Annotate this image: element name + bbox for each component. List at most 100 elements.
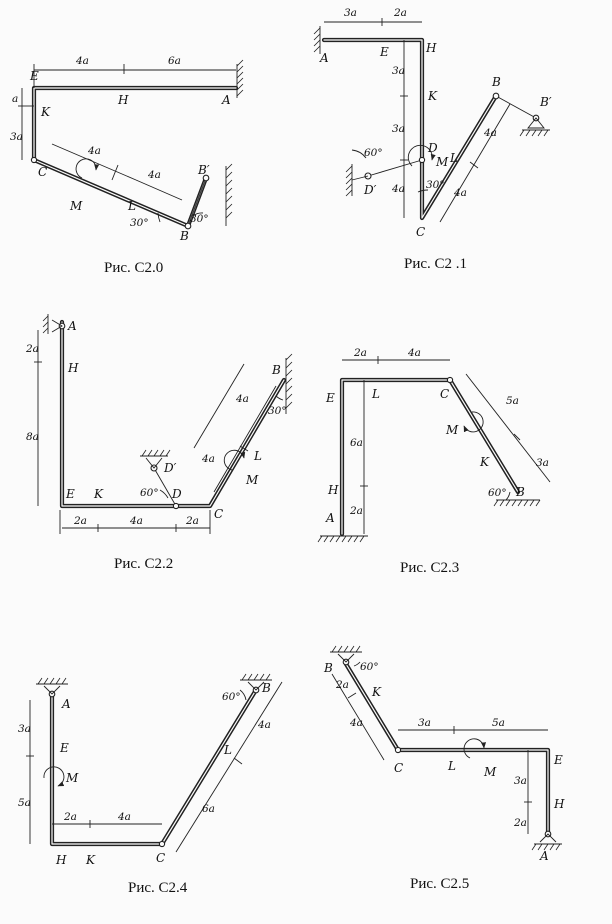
dimension-lines-c2-4 bbox=[26, 681, 283, 853]
dim-2a-c2-1: 2a bbox=[393, 7, 407, 19]
angle-60-c2-2: 60° bbox=[140, 487, 159, 499]
hinge-support-a-c2-2 bbox=[42, 314, 66, 334]
angle-60-c2-1: 60° bbox=[364, 147, 383, 159]
dim-3a-c2-3: 3a bbox=[536, 457, 549, 469]
label-l-c2-1: L bbox=[449, 151, 458, 165]
angle-30-c2-2: 30° bbox=[268, 405, 287, 417]
label-b-prime: B′ bbox=[197, 163, 210, 177]
angle-30-left: 30° bbox=[130, 217, 149, 229]
dim-3a-upper: 3a bbox=[392, 65, 405, 77]
dim-4a-diag-upper-c2-2: 4a bbox=[235, 393, 249, 405]
caption-c2-5: Рис. С2.5 bbox=[410, 876, 469, 892]
label-e-c2-4: E bbox=[59, 741, 69, 755]
label-b-prime-c2-1: B′ bbox=[539, 95, 552, 109]
label-k-c2-4: K bbox=[85, 853, 96, 867]
hinge-support-a-c2-5 bbox=[531, 830, 562, 851]
moment-m-c2-0 bbox=[75, 158, 100, 179]
dim-3a-top-c2-5: 3a bbox=[418, 717, 431, 729]
caption-c2-3: Рис. С2.3 bbox=[400, 560, 459, 576]
label-m: M bbox=[69, 199, 83, 213]
label-c-c2-1: C bbox=[416, 225, 425, 239]
dim-2a-vertical-c2-2: 2a bbox=[25, 343, 39, 355]
hinge-support-b-c2-5 bbox=[330, 645, 362, 667]
hinge-support-b-c2-4 bbox=[239, 673, 272, 701]
label-a-c2-4: A bbox=[61, 697, 71, 711]
dim-2a-right-c2-2: 2a bbox=[185, 515, 199, 527]
wall-support-b-c2-2 bbox=[285, 353, 293, 414]
dim-4a-vertical: 4a bbox=[391, 183, 405, 195]
rod-dd-prime bbox=[345, 159, 423, 197]
figure-c2-0: E K H A C L B B′ M 4a 6a a 3a 4a 4a 30° … bbox=[10, 55, 244, 276]
hinge-support-a-c2-4 bbox=[36, 677, 68, 698]
label-c-c2-5: C bbox=[394, 761, 403, 775]
label-m-c2-2: M bbox=[245, 473, 259, 487]
moment-m-c2-5 bbox=[463, 738, 487, 759]
node-b-c2-0 bbox=[184, 222, 192, 230]
dim-4a-top: 4a bbox=[75, 55, 89, 67]
label-k-c2-5: K bbox=[371, 685, 382, 699]
label-e: E bbox=[29, 69, 39, 83]
label-h-c2-5: H bbox=[553, 797, 565, 811]
label-d-c2-1: D bbox=[427, 141, 438, 155]
label-d-c2-2: D bbox=[171, 487, 182, 501]
angle-60-c2-4: 60° bbox=[222, 691, 241, 703]
dim-5a-c2-3: 5a bbox=[506, 395, 519, 407]
dimension-lines-c2-3 bbox=[342, 356, 551, 534]
caption-c2-4: Рис. С2.4 bbox=[128, 880, 188, 896]
figure-c2-3: E L C H A K B M 2a 4a 6a 2a 5a 3a 60° Ри… bbox=[317, 347, 551, 576]
dim-2a-diag-c2-5: 2a bbox=[335, 679, 349, 691]
label-a-c2-2: A bbox=[67, 319, 77, 333]
figure-c2-5: B K C L E H A M 2a 4a 3a 5a 3a 2a 60° Ри… bbox=[323, 645, 565, 892]
caption-c2-2: Рис. С2.2 bbox=[114, 556, 173, 572]
dim-3a-c2-4: 3a bbox=[18, 723, 31, 735]
dim-2a-left-c2-2: 2a bbox=[73, 515, 87, 527]
dim-5a-c2-4: 5a bbox=[18, 797, 31, 809]
wall-support-a-c2-1 bbox=[313, 26, 321, 54]
dim-5a-top-c2-5: 5a bbox=[492, 717, 505, 729]
ground-support-a-c2-3 bbox=[317, 535, 368, 543]
node-d-c2-1 bbox=[418, 156, 426, 164]
label-a-c2-1: A bbox=[319, 51, 329, 65]
label-h-c2-1: H bbox=[425, 41, 437, 55]
dim-4a-lower-right: 4a bbox=[147, 169, 161, 181]
label-c-c2-3: C bbox=[440, 387, 449, 401]
dim-4a-bottom-c2-2: 4a bbox=[129, 515, 143, 527]
label-d-prime: D′ bbox=[363, 183, 377, 197]
dimension-lines-c2-2 bbox=[34, 330, 284, 534]
frame-c2-2 bbox=[59, 319, 287, 509]
figure-c2-1: A E H K D D′ C L B B′ M 3a 2a 3a 3a 4a 4… bbox=[313, 7, 552, 272]
label-c-c2-2: C bbox=[214, 507, 223, 521]
angle-60-c2-3: 60° bbox=[488, 487, 507, 499]
label-h-c2-4: H bbox=[55, 853, 67, 867]
dim-2a-c2-4: 2a bbox=[63, 811, 77, 823]
label-b-c2-3: B bbox=[515, 485, 525, 499]
dim-2a-bottom-c2-3: 2a bbox=[349, 505, 363, 517]
label-e-c2-3: E bbox=[325, 391, 335, 405]
dim-a: a bbox=[12, 93, 18, 105]
label-l-c2-5: L bbox=[447, 759, 456, 773]
label-k-c2-2: K bbox=[93, 487, 104, 501]
dim-6a-c2-4: 6a bbox=[202, 803, 215, 815]
frame-c2-1 bbox=[321, 37, 499, 221]
label-e-c2-1: E bbox=[379, 45, 389, 59]
label-m-c2-1: M bbox=[435, 155, 449, 169]
dimension-lines-c2-1 bbox=[324, 18, 511, 223]
dimension-lines-c2-0 bbox=[18, 64, 236, 223]
rod-bb-prime-c2-1 bbox=[492, 92, 550, 137]
caption-c2-0: Рис. С2.0 bbox=[104, 260, 163, 276]
angle-30-right: 30° bbox=[190, 213, 209, 225]
label-b-c2-4: B bbox=[261, 681, 271, 695]
rod-bb-prime bbox=[187, 163, 233, 227]
node-c-c2-4 bbox=[158, 840, 166, 848]
dim-4a-lower-left: 4a bbox=[87, 145, 101, 157]
frame-c2-5 bbox=[343, 661, 551, 837]
label-e-c2-2: E bbox=[65, 487, 75, 501]
dim-8a-c2-2: 8a bbox=[26, 431, 39, 443]
dimension-lines-c2-5 bbox=[331, 673, 548, 834]
moment-m-c2-3 bbox=[463, 411, 484, 433]
dim-3a-c2-1: 3a bbox=[344, 7, 357, 19]
label-k-c2-3: K bbox=[479, 455, 490, 469]
caption-c2-1: Рис. С2 .1 bbox=[404, 256, 467, 272]
